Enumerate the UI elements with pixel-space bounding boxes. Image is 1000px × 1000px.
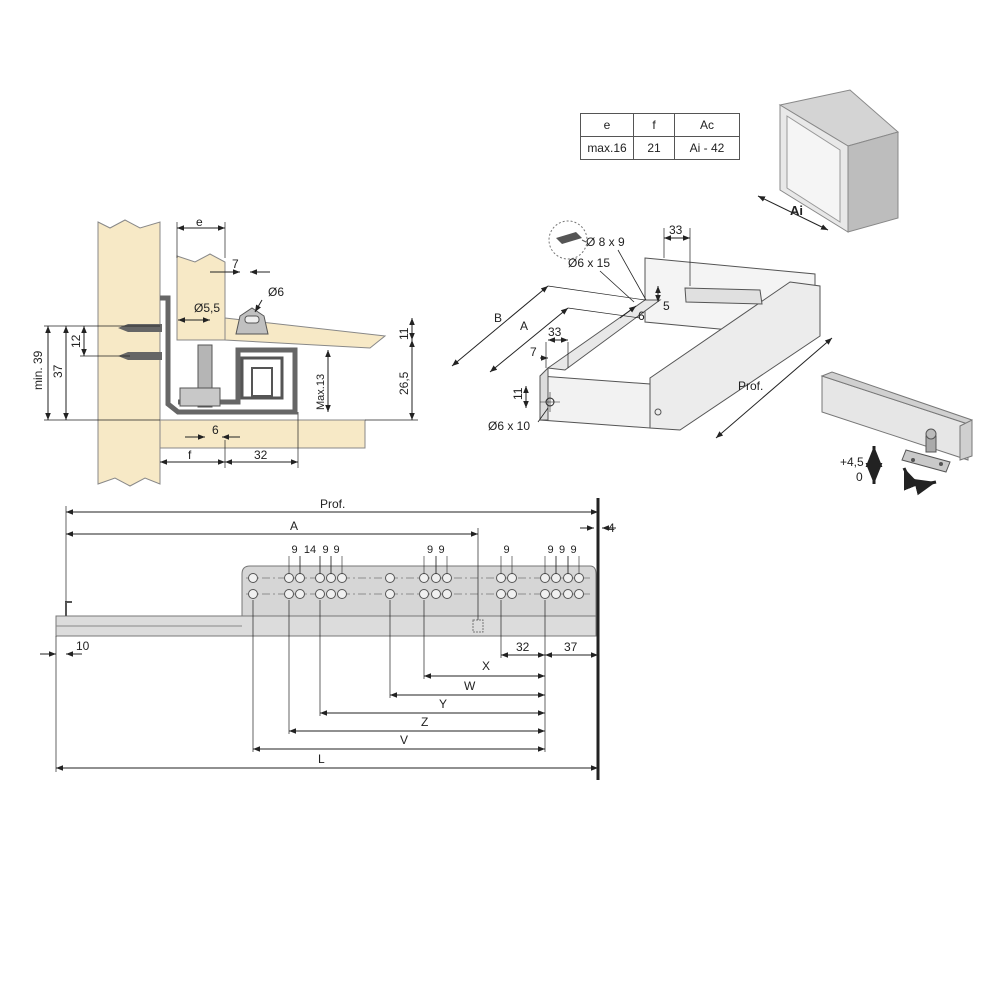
section-7-label: 7: [232, 257, 239, 271]
iso-a-label: A: [520, 319, 528, 333]
dimension-table-value-row: max.16 21 Ai - 42: [580, 136, 740, 160]
iso-5-label: 5: [663, 299, 670, 313]
section-max13-label: Max.13: [315, 374, 327, 410]
mounting-hole: [337, 573, 347, 583]
table-value-e: max.16: [580, 136, 634, 160]
rail-v-label: V: [400, 733, 408, 747]
mounting-hole: [326, 589, 336, 599]
rail-4-label: 4: [608, 521, 615, 535]
mounting-hole: [496, 589, 506, 599]
iso-7-label: 7: [530, 345, 537, 359]
mounting-hole: [574, 589, 584, 599]
mounting-hole: [551, 589, 561, 599]
mounting-hole: [337, 589, 347, 599]
hole-spacing-label: 9: [547, 544, 553, 556]
hole-spacing-label: 9: [559, 544, 565, 556]
hole-spacing-label: 9: [291, 544, 297, 556]
rail-y-label: Y: [439, 697, 447, 711]
mounting-hole: [496, 573, 506, 583]
rail-w-label: W: [464, 679, 476, 693]
mounting-hole: [419, 589, 429, 599]
section-265-label: 26,5: [397, 371, 411, 395]
section-f-label: f: [188, 448, 192, 462]
isometric-drawer-drawing: 33 Ø 8 x 9 Ø6 x 15 5 6 B A 33 7 11 Ø6 x …: [451, 220, 833, 439]
rail-l-label: L: [318, 752, 325, 766]
iso-8x9-label: Ø 8 x 9: [586, 235, 625, 249]
hole-spacing-label: 9: [427, 544, 433, 556]
mounting-hole: [563, 589, 573, 599]
mounting-hole: [507, 573, 517, 583]
mounting-hole: [540, 589, 550, 599]
dimension-table: e f Ac max.16 21 Ai - 42: [580, 113, 740, 160]
iso-6-label: 6: [638, 309, 645, 323]
mounting-hole: [315, 573, 325, 583]
rail-prof-label: Prof.: [320, 497, 345, 511]
rail-32-label: 32: [516, 640, 530, 654]
rail-a-label: A: [290, 519, 298, 533]
mounting-hole: [419, 573, 429, 583]
mounting-hole: [295, 589, 305, 599]
mounting-hole: [284, 589, 294, 599]
hole-spacing-label: 9: [570, 544, 576, 556]
section-min39-label: min. 39: [31, 350, 45, 390]
iso-11-label: 11: [511, 387, 525, 400]
mounting-hole: [563, 573, 573, 583]
mounting-hole: [385, 589, 395, 599]
section-e-label: e: [196, 215, 203, 229]
rail-x-label: X: [482, 659, 490, 673]
mounting-hole: [248, 589, 258, 599]
table-value-ac: Ai - 42: [674, 136, 740, 160]
mounting-hole: [284, 573, 294, 583]
mounting-hole: [442, 589, 452, 599]
mounting-hole: [315, 589, 325, 599]
adjust-plus-label: +4,5: [840, 455, 864, 469]
section-37-label: 37: [51, 364, 65, 378]
section-11-label: 11: [397, 327, 411, 340]
cabinet-box-illustration: Ai: [757, 89, 900, 233]
iso-6x15-label: Ø6 x 15: [568, 256, 610, 270]
rail-z-label: Z: [421, 715, 428, 729]
hole-spacing-label: 14: [304, 544, 316, 556]
hole-spacing-label: 9: [333, 544, 339, 556]
mounting-hole: [431, 573, 441, 583]
iso-b-label: B: [494, 311, 502, 325]
mounting-hole: [248, 573, 258, 583]
iso-33-label: 33: [548, 325, 562, 339]
cabinet-ai-label: Ai: [790, 203, 803, 218]
mounting-hole: [431, 589, 441, 599]
section-d55-label: Ø5,5: [194, 301, 220, 315]
section-6-label: 6: [212, 423, 219, 437]
mounting-hole: [385, 573, 395, 583]
hole-spacing-label: 9: [322, 544, 328, 556]
hole-spacing-label: 9: [438, 544, 444, 556]
mounting-hole: [574, 573, 584, 583]
mounting-hole: [551, 573, 561, 583]
section-32-label: 32: [254, 448, 268, 462]
mounting-hole: [326, 573, 336, 583]
mounting-holes: [248, 573, 584, 599]
mounting-hole: [540, 573, 550, 583]
mounting-hole: [295, 573, 305, 583]
section-12-label: 12: [69, 334, 83, 348]
mounting-hole: [442, 573, 452, 583]
iso-33-top-label: 33: [669, 223, 683, 237]
adjust-zero-label: 0: [856, 470, 863, 484]
rail-10-label: 10: [76, 639, 90, 653]
rail-37-label: 37: [564, 640, 578, 654]
height-adjustment-detail: +4,5 0: [820, 371, 973, 496]
cross-section-drawing: e 7 Ø6 Ø5,5 min. 39 37 12 11 26,5 Max.13…: [31, 215, 418, 487]
mounting-hole: [507, 589, 517, 599]
section-d6-label: Ø6: [268, 285, 284, 299]
iso-6x10-label: Ø6 x 10: [488, 419, 530, 433]
iso-prof-label: Prof.: [738, 379, 763, 393]
hole-spacing-label: 9: [503, 544, 509, 556]
